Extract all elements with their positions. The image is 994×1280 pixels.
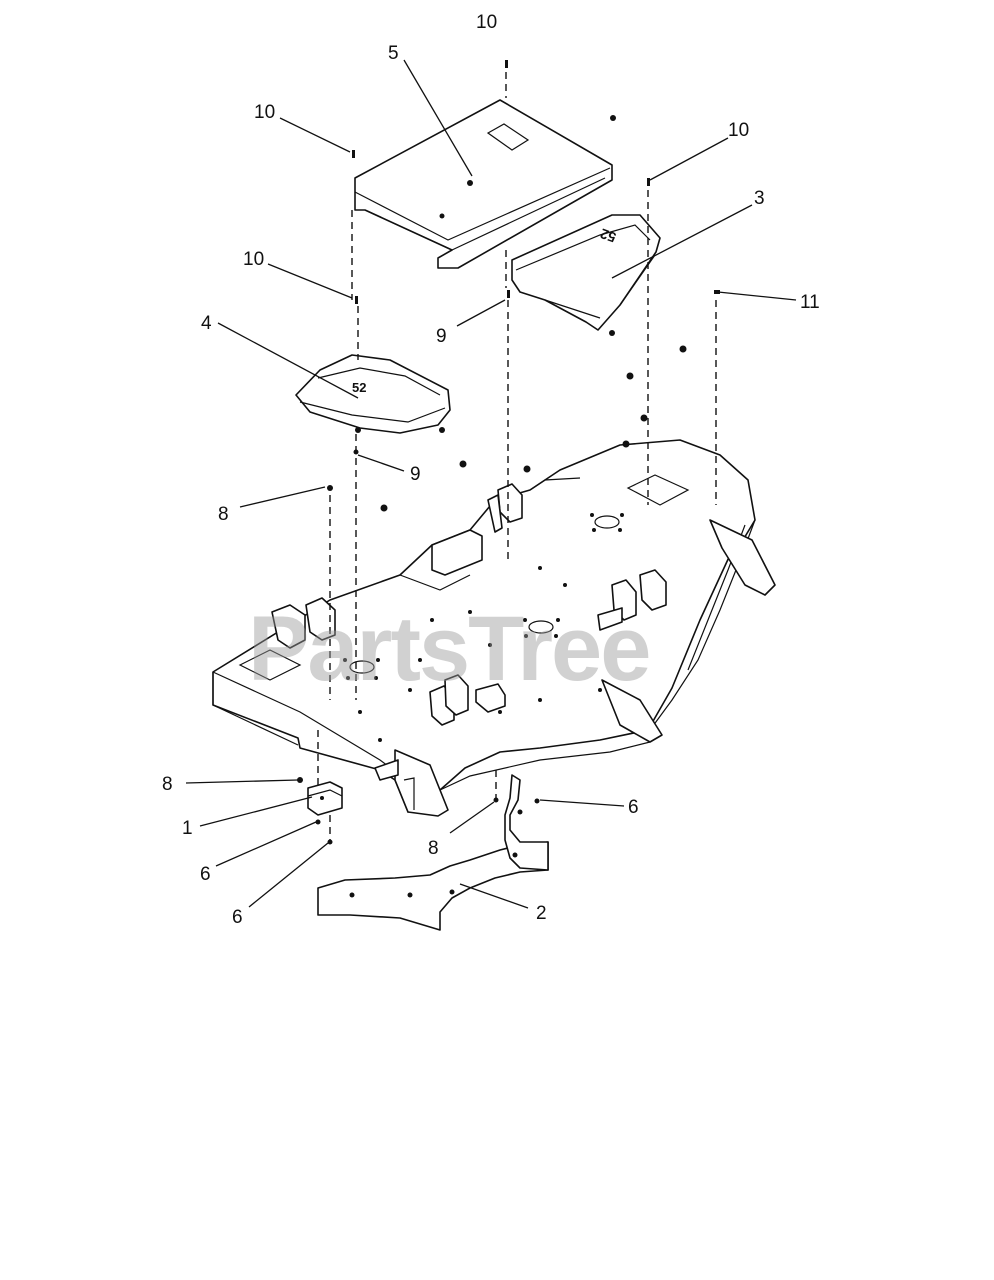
- watermark-text: PartsTree: [248, 598, 649, 700]
- mower-deck-housing: [212, 439, 776, 817]
- callout-6-a: 6: [200, 864, 211, 885]
- callout-8-upper: 8: [218, 504, 229, 525]
- callout-2: 2: [536, 903, 547, 924]
- right-spindle-cover-part-3: 52: [511, 214, 661, 336]
- callout-9-upper: 9: [436, 326, 447, 347]
- alignment-lines: [317, 72, 717, 840]
- callout-10-right: 10: [728, 120, 749, 141]
- callout-6-right: 6: [628, 797, 639, 818]
- callout-11: 11: [800, 292, 820, 313]
- left-spindle-cover-part-4: 52: [295, 354, 451, 434]
- callout-8-bottom: 8: [428, 838, 439, 859]
- callout-5: 5: [388, 43, 399, 64]
- svg-text:52: 52: [598, 225, 618, 245]
- callout-9-lower: 9: [410, 464, 421, 485]
- callout-1: 1: [182, 818, 193, 839]
- callout-10-left: 10: [254, 102, 275, 123]
- callout-6-b: 6: [232, 907, 243, 928]
- callout-8-left: 8: [162, 774, 173, 795]
- bracket-part-1: [307, 781, 343, 816]
- svg-text:52: 52: [352, 380, 366, 395]
- callout-4: 4: [201, 313, 212, 334]
- callout-labels: 10 5 10 10 3 10 9 11 4 9 8 8 1 6 6 8 6 2: [162, 12, 820, 928]
- callout-10-mid: 10: [243, 249, 264, 270]
- leader-lines: [185, 59, 797, 909]
- belt-cover-plate-part-5: [354, 99, 613, 269]
- baffle-part-2: [317, 774, 549, 931]
- callout-3: 3: [754, 188, 765, 209]
- callout-10-top: 10: [476, 12, 497, 33]
